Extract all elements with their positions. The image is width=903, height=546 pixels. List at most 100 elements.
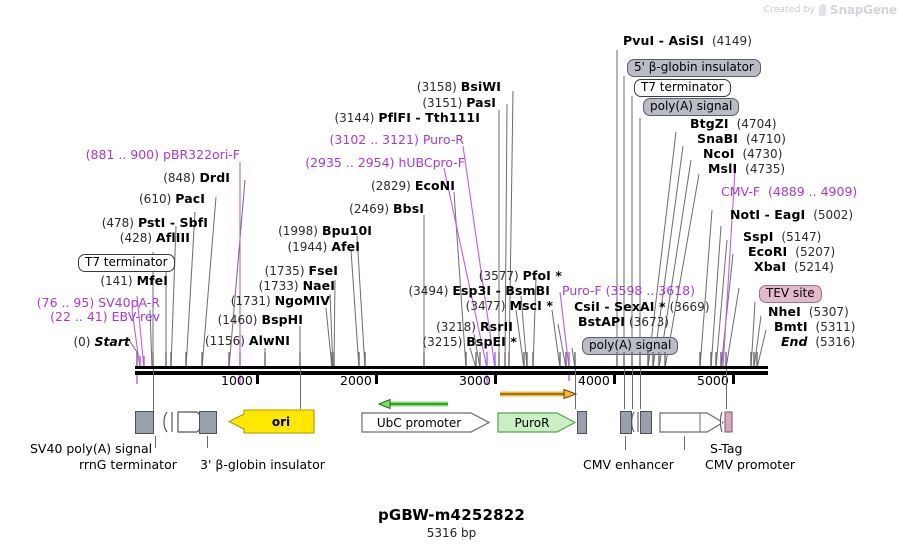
label-enzyme-xbai[interactable]: XbaI (5214) bbox=[754, 259, 834, 274]
svg-text:UbC promoter: UbC promoter bbox=[377, 416, 461, 430]
label-feature-5-beta-globin-insulator[interactable]: 5' β-globin insulator bbox=[627, 56, 761, 77]
feature-s-tag[interactable] bbox=[719, 410, 735, 434]
label-enzyme-nhei[interactable]: NheI (5307) bbox=[768, 304, 849, 319]
ruler-tick-mark-4000 bbox=[613, 373, 616, 384]
label-enzyme-snabi[interactable]: SnaBI (4710) bbox=[697, 131, 786, 146]
label-enzyme-drdi[interactable]: (848) DrdI bbox=[163, 170, 230, 185]
svg-text:PuroR: PuroR bbox=[515, 416, 550, 430]
connector-stag bbox=[726, 369, 727, 409]
label-enzyme-pasi[interactable]: (3151) PasI bbox=[422, 95, 496, 110]
label-enzyme-paci[interactable]: (610) PacI bbox=[139, 191, 205, 206]
track-label-rrng-terminator: rrnG terminator bbox=[79, 457, 177, 472]
connector-cmvenh bbox=[624, 369, 625, 409]
ruler-site-ticks bbox=[136, 352, 758, 368]
feature-sv40-polya-signal[interactable] bbox=[135, 411, 154, 434]
caption-connector-rrng bbox=[155, 436, 156, 448]
label-enzyme-bstapi[interactable]: BstAPI (3673) bbox=[578, 314, 669, 329]
label-enzyme-msli[interactable]: MslI (4735) bbox=[708, 161, 786, 176]
label-enzyme-pfoi[interactable]: (3577) PfoI * bbox=[478, 268, 562, 283]
feature-hairpin-icon bbox=[631, 411, 639, 433]
label-primer-pbr322ori-f[interactable]: (881 .. 900) pBR322ori-F bbox=[85, 147, 240, 162]
label-enzyme-ncoi[interactable]: NcoI (4730) bbox=[703, 146, 783, 161]
svg-text:ori: ori bbox=[272, 415, 290, 429]
track-label-3-beta-globin-insulator: 3' β-globin insulator bbox=[200, 457, 325, 472]
caption-connector-insulator bbox=[207, 436, 208, 448]
label-enzyme-ngomiv[interactable]: (1731) NgoMIV bbox=[230, 293, 330, 308]
label-primer-hubcpro-f[interactable]: (2935 .. 2954) hUBCpro-F bbox=[305, 155, 465, 170]
label-primer-cmv-f[interactable]: CMV-F (4889 .. 4909) bbox=[721, 184, 858, 199]
label-feature-tev-site[interactable]: TEV site bbox=[759, 282, 822, 303]
label-enzyme-econi[interactable]: (2829) EcoNI bbox=[370, 178, 455, 193]
label-primer-ebv-rev[interactable]: (22 .. 41) EBV-rev bbox=[50, 309, 160, 324]
track-label-cmv-enhancer: CMV enhancer bbox=[583, 457, 674, 472]
plasmid-name: pGBW-m4252822 bbox=[377, 506, 526, 524]
primer-arrow-hubcpro-f[interactable] bbox=[378, 398, 450, 410]
label-enzyme-esp3i-bsmbi[interactable]: (3494) Esp3I - BsmBI bbox=[408, 283, 550, 298]
feature-cmv-enhancer-box-b[interactable] bbox=[640, 411, 652, 434]
label-enzyme-csii-sexai[interactable]: CsiI - SexAI * (3669) bbox=[574, 299, 710, 314]
connector-ori bbox=[300, 369, 301, 409]
feature-3-beta-globin-insulator[interactable] bbox=[199, 411, 217, 434]
label-enzyme-bsphi[interactable]: (1460) BspHI bbox=[217, 312, 303, 327]
label-primer-sv40pa-r[interactable]: (76 .. 95) SV40pA-R bbox=[36, 295, 160, 310]
ruler-tick-label-4000: 4000 bbox=[578, 373, 610, 388]
label-feature-t7-terminator-right[interactable]: T7 terminator bbox=[634, 76, 731, 97]
ruler-tick-mark-2000 bbox=[375, 373, 378, 384]
feature-ubc-promoter[interactable]: UbC promoter bbox=[361, 411, 491, 435]
snapgene-watermark: Created by SnapGene bbox=[763, 3, 898, 17]
label-enzyme-bsiwi[interactable]: (3158) BsiWI bbox=[416, 79, 501, 94]
watermark-prefix: Created by bbox=[763, 5, 816, 15]
ruler-tick-label-1000: 1000 bbox=[221, 373, 253, 388]
label-enzyme-bmti[interactable]: BmtI (5311) bbox=[774, 319, 856, 334]
label-primer-puro-r[interactable]: (3102 .. 3121) Puro-R bbox=[329, 132, 464, 147]
label-enzyme-bspei[interactable]: (3215) BspEI * bbox=[422, 334, 517, 349]
label-enzyme-psti-sbfi[interactable]: (478) PstI - SbfI bbox=[101, 215, 208, 230]
track-label-s-tag: S-Tag bbox=[710, 441, 743, 456]
feature-cmv-promoter[interactable] bbox=[659, 411, 725, 435]
label-enzyme-pvui-asisi[interactable]: PvuI - AsiSI (4149) bbox=[623, 33, 752, 48]
connector-rrng bbox=[153, 369, 154, 415]
caption-connector-cmv-prom bbox=[684, 436, 685, 450]
ruler-primer-descenders bbox=[136, 375, 724, 384]
label-enzyme-noti-eagi[interactable]: NotI - EagI (5002) bbox=[730, 207, 854, 222]
label-feature-t7-terminator-left[interactable]: T7 terminator bbox=[78, 251, 175, 272]
label-enzyme-rsrii[interactable]: (3218) RsrII bbox=[436, 319, 513, 334]
label-enzyme-naei[interactable]: (1733) NaeI bbox=[258, 278, 335, 293]
label-marker-start[interactable]: (0) Start bbox=[73, 334, 130, 349]
ruler-tick-mark-3000 bbox=[494, 373, 497, 384]
track-label-cmv-promoter: CMV promoter bbox=[705, 457, 796, 472]
label-enzyme-bbsi[interactable]: (2469) BbsI bbox=[349, 201, 424, 216]
ruler-bar-upper bbox=[135, 366, 768, 369]
label-enzyme-afei[interactable]: (1944) AfeI bbox=[287, 239, 360, 254]
feature-ori[interactable]: ori bbox=[228, 409, 316, 435]
label-enzyme-msci[interactable]: (3477) MscI * bbox=[465, 298, 553, 313]
label-enzyme-alwni[interactable]: (1156) AlwNI bbox=[204, 333, 290, 348]
label-feature-polya-signal-right[interactable]: poly(A) signal bbox=[643, 95, 740, 116]
ruler-bar-lower bbox=[135, 371, 768, 375]
label-enzyme-fsei[interactable]: (1735) FseI bbox=[264, 263, 338, 278]
label-enzyme-mfei[interactable]: (141) MfeI bbox=[100, 273, 168, 288]
label-enzyme-afliii[interactable]: (428) AflIII bbox=[119, 230, 190, 245]
label-primer-puro-f[interactable]: Puro-F (3598 .. 3618) bbox=[562, 283, 695, 298]
primer-arrow-puro-f[interactable] bbox=[498, 388, 578, 400]
feature-polya-signal-box[interactable] bbox=[577, 411, 587, 434]
ruler-tick-label-2000: 2000 bbox=[340, 373, 372, 388]
connector-polya bbox=[575, 369, 576, 409]
label-feature-polya-signal-mid[interactable]: poly(A) signal bbox=[582, 334, 679, 355]
label-enzyme-pflfi-tth111i[interactable]: (3144) PflFI - Tth111I bbox=[334, 110, 480, 125]
label-enzyme-bpu10i[interactable]: (1998) Bpu10I bbox=[278, 223, 372, 238]
label-enzyme-btgzi[interactable]: BtgZI (4704) bbox=[690, 116, 777, 131]
caption-connector-cmv-enh bbox=[625, 436, 626, 450]
plasmid-title-block: pGBW-m4252822 5316 bp bbox=[0, 506, 903, 540]
connector-cmvenh3 bbox=[640, 369, 641, 409]
plasmid-length: 5316 bp bbox=[426, 526, 477, 540]
ruler-tick-mark-5000 bbox=[732, 373, 735, 384]
label-marker-end[interactable]: End (5316) bbox=[781, 334, 856, 349]
ruler-tick-label-5000: 5000 bbox=[697, 373, 729, 388]
label-enzyme-ecori[interactable]: EcoRI (5207) bbox=[748, 244, 836, 259]
watermark-brand: SnapGene bbox=[830, 3, 897, 17]
feature-puror[interactable]: PuroR bbox=[497, 411, 577, 435]
label-enzyme-sspi[interactable]: SspI (5147) bbox=[743, 229, 822, 244]
